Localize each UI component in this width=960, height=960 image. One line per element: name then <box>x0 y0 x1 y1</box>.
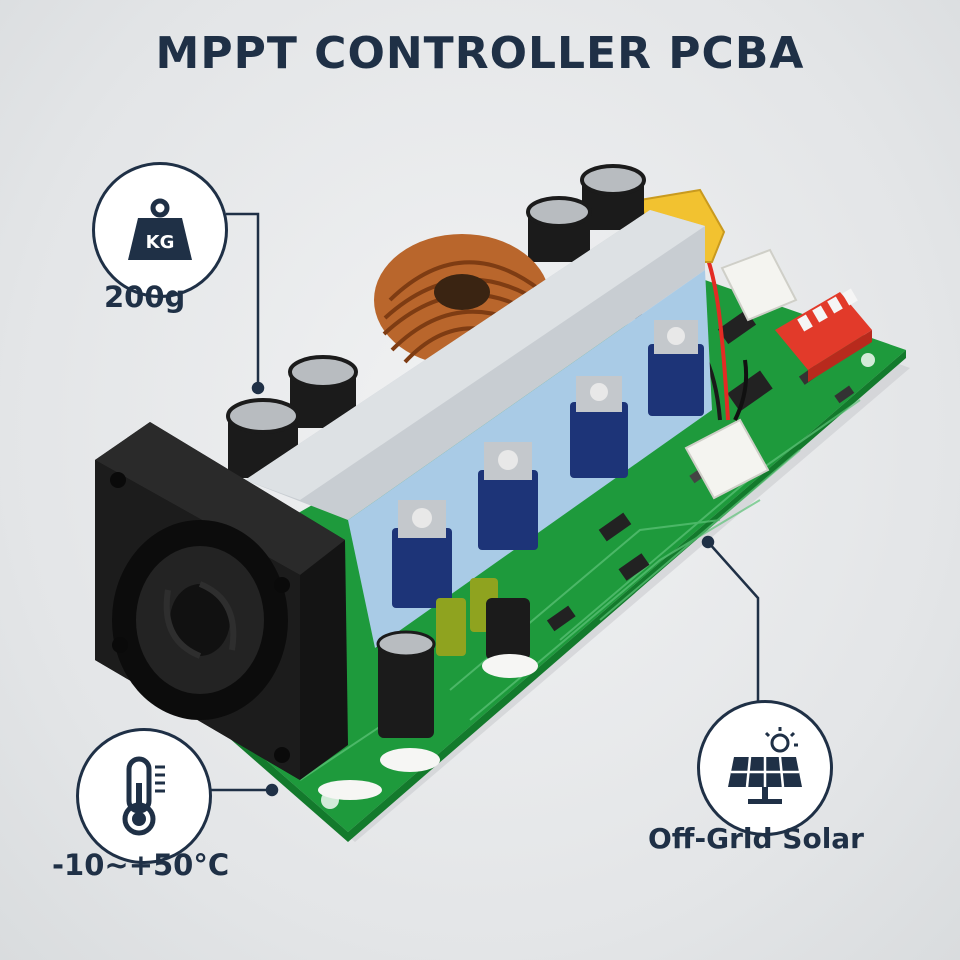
callout-lines <box>210 212 760 797</box>
connectors <box>684 248 798 500</box>
capacitors-top <box>526 164 646 262</box>
solar-panel-icon <box>728 727 802 804</box>
thermometer-icon <box>122 756 165 836</box>
solar-label: Off-Grid Solar <box>648 822 864 855</box>
cooling-fan <box>95 422 348 780</box>
weight-badge: KG <box>92 162 228 298</box>
weight-icon-text: KG <box>146 232 175 253</box>
capacitors-left <box>226 355 358 478</box>
weight-icon: KG <box>128 198 192 260</box>
dip-switch <box>775 288 872 382</box>
mosfets <box>392 320 704 608</box>
temperature-label: -10~+50°C <box>52 848 230 882</box>
weight-label: 200g <box>104 280 186 314</box>
page-title: MPPT CONTROLLER PCBA <box>155 28 805 79</box>
temperature-badge <box>76 728 212 864</box>
capacitors-front <box>376 578 530 738</box>
solar-badge <box>697 700 833 836</box>
